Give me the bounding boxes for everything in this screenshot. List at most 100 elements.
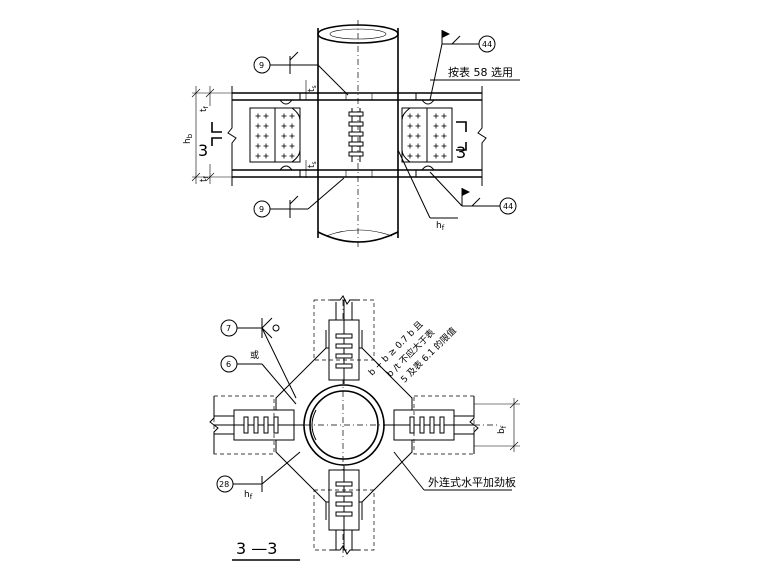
- svg-text:hb: hb: [183, 133, 194, 144]
- bolt-icon: [289, 133, 295, 139]
- bolt-icon: [415, 143, 421, 149]
- weld-note-top: 按表 58 选用: [448, 65, 513, 79]
- svg-text:tf: tf: [199, 175, 210, 182]
- dim-stiffener-bottom-sub: s: [311, 161, 318, 164]
- weld-size-sub: f: [442, 224, 445, 232]
- dim-stiffener-bottom-label: t: [307, 164, 317, 168]
- svg-text:hf: hf: [436, 221, 445, 232]
- dim-stiffener-top-sub: s: [311, 85, 318, 88]
- bolt-icon: [335, 343, 353, 349]
- bolt-icon: [441, 143, 447, 149]
- bolt-icon: [281, 123, 287, 129]
- flange-welds: [279, 99, 435, 171]
- bolt-icon: [407, 113, 413, 119]
- bolt-icon: [281, 133, 287, 139]
- bolt-icon: [348, 121, 364, 127]
- bolt-icon: [433, 153, 439, 159]
- bolt-icon: [273, 416, 279, 434]
- svg-text:bf: bf: [497, 425, 508, 434]
- weld-size-callout: hf: [397, 149, 458, 232]
- bolt-icon: [407, 133, 413, 139]
- beam-flanges: [232, 92, 482, 178]
- bolt-icon: [433, 133, 439, 139]
- bolt-icon: [335, 491, 353, 497]
- bolt-icon: [335, 333, 353, 339]
- bolt-icon: [263, 153, 269, 159]
- bolt-group-right: [407, 113, 447, 159]
- svg-text:ts: ts: [307, 85, 318, 92]
- bolt-icon: [439, 416, 445, 434]
- dim-stiffener-top-label: t: [307, 88, 317, 92]
- bolt-icon: [253, 416, 259, 434]
- bolt-icon: [263, 416, 269, 434]
- column-shear-plate: [348, 108, 364, 162]
- dim-width-sub: f: [500, 425, 508, 428]
- splice-plate-left: [249, 107, 301, 163]
- external-stiffener-label: 外连式水平加劲板: [428, 475, 516, 489]
- bolt-icon: [415, 133, 421, 139]
- weld-tag-44-bottom: 44: [503, 202, 513, 211]
- bolt-icon: [419, 416, 425, 434]
- bolt-icon: [335, 501, 353, 507]
- bolt-icon: [255, 123, 261, 129]
- svg-text:hf: hf: [244, 490, 253, 501]
- section-title: 3 —3: [232, 539, 300, 561]
- weld-tag-9-bottom: 9: [259, 205, 264, 214]
- bolt-icon: [263, 123, 269, 129]
- bolt-icon: [281, 113, 287, 119]
- bolt-icon: [281, 143, 287, 149]
- beam-top: [313, 299, 375, 384]
- bolt-icon: [407, 143, 413, 149]
- weld-tag-28: 28: [219, 480, 229, 489]
- bolt-icon: [255, 153, 261, 159]
- bolt-icon: [335, 363, 353, 369]
- bolt-icon: [255, 143, 261, 149]
- bolt-icon: [335, 353, 353, 359]
- stiffener-thickness-dims: ts ts: [305, 80, 318, 178]
- weld-tag-9-top: 9: [259, 61, 264, 70]
- section-view: bf 7 6 或 28 hf: [209, 295, 520, 561]
- external-stiffener-note: 外连式水平加劲板: [393, 451, 516, 491]
- weld-callout-28: 28 hf: [216, 451, 301, 501]
- weld-size-label: h: [436, 221, 442, 231]
- beam-left: [213, 395, 304, 455]
- bolt-icon: [243, 416, 249, 434]
- bolt-icon: [263, 113, 269, 119]
- section-title-text: 3 —3: [236, 539, 277, 558]
- section-mark-left: 3: [198, 122, 222, 160]
- bolt-icon: [433, 113, 439, 119]
- bolt-icon: [441, 153, 447, 159]
- bolt-icon: [433, 123, 439, 129]
- bolt-icon: [255, 113, 261, 119]
- bolt-icon: [289, 113, 295, 119]
- bolt-icon: [441, 113, 447, 119]
- bolt-icon: [281, 153, 287, 159]
- bolt-icon: [335, 481, 353, 487]
- beam-bottom: [313, 466, 375, 551]
- bolt-icon: [289, 123, 295, 129]
- section-break-lines: [209, 295, 479, 555]
- weld-callout-44-top: 44: [429, 30, 496, 101]
- dim-width-label: b: [497, 428, 507, 434]
- weld-tag-44-top: 44: [482, 40, 492, 49]
- width-dimension: bf: [474, 398, 520, 452]
- dim-height-label: h: [183, 138, 193, 144]
- svg-text:ts: ts: [307, 161, 318, 168]
- bolt-icon: [407, 153, 413, 159]
- circular-column: [317, 20, 399, 250]
- dim-flange-top-sub: f: [203, 105, 210, 108]
- section-mark-right: 3: [456, 121, 467, 162]
- bolt-icon: [263, 133, 269, 139]
- bolt-icon: [348, 141, 364, 147]
- bolt-icon: [415, 113, 421, 119]
- bolt-icon: [289, 153, 295, 159]
- section-mark-left-label: 3: [198, 141, 208, 160]
- bolt-icon: [348, 131, 364, 137]
- bolt-icon: [335, 511, 353, 517]
- dim-flange-bottom-label: t: [199, 178, 209, 182]
- bolt-icon: [415, 123, 421, 129]
- svg-text:tf: tf: [199, 105, 210, 112]
- bolt-icon: [415, 153, 421, 159]
- weld-callout-6: 6 或: [220, 349, 297, 405]
